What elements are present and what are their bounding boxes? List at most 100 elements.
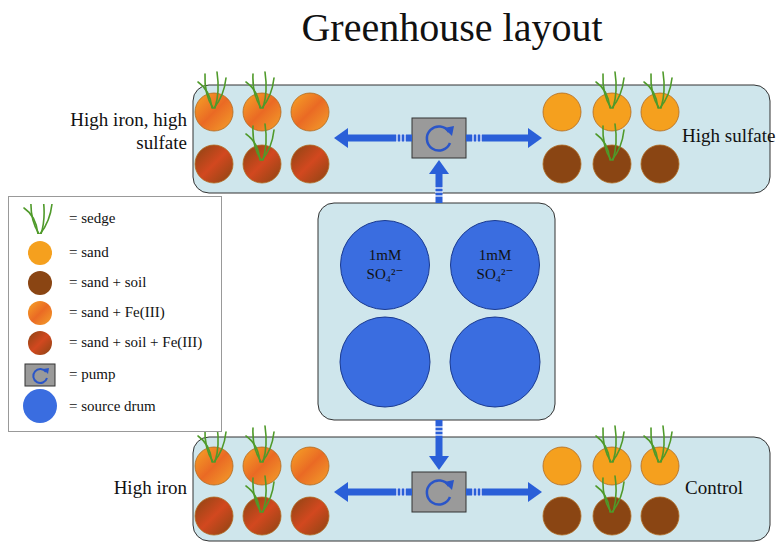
- pot: [593, 447, 631, 485]
- sedge-leaf: [214, 432, 226, 462]
- pot: [243, 447, 281, 485]
- legend-swatch: [28, 241, 52, 265]
- flow-tail-mark: [472, 134, 473, 142]
- drum-tray: [318, 203, 555, 420]
- sedge-leaf: [596, 82, 610, 108]
- flow-tail-mark: [480, 488, 481, 496]
- drum-label: 1mM SO₄²⁻: [359, 246, 411, 284]
- flow-tail-mark: [396, 134, 397, 142]
- sedge-leaf: [198, 82, 212, 108]
- sedge-leaf: [644, 436, 658, 462]
- flow-tail-mark: [435, 187, 443, 188]
- sedge-leaf: [612, 432, 624, 462]
- pump: [412, 472, 466, 512]
- pot: [195, 93, 233, 131]
- pot: [641, 497, 679, 535]
- sedge-leaf: [262, 432, 274, 462]
- flow-arrowhead: [334, 128, 348, 148]
- flow-arrow: [466, 135, 528, 142]
- source-drum: [450, 317, 540, 407]
- flow-tail-mark: [435, 191, 443, 192]
- pot: [641, 93, 679, 131]
- sedge-leaf: [246, 486, 260, 512]
- legend-pump-arrow: [33, 369, 47, 383]
- flow-arrow: [436, 420, 443, 456]
- sedge-leaf: [612, 482, 624, 512]
- treatment-label: High iron: [59, 477, 187, 500]
- flow-arrowhead: [334, 482, 348, 502]
- sedge-leaf: [596, 486, 610, 512]
- pot: [593, 497, 631, 535]
- flow-tail-mark: [400, 488, 401, 496]
- flow-arrow: [466, 489, 528, 496]
- pot: [543, 497, 581, 535]
- sedge-leaf: [262, 78, 274, 108]
- legend-text: = sand: [69, 244, 109, 261]
- flow-tail-mark: [396, 488, 397, 496]
- pot: [641, 447, 679, 485]
- pot: [291, 497, 329, 535]
- sedge-leaf: [596, 436, 610, 462]
- flow-tail-mark: [476, 488, 477, 496]
- legend-swatch: [28, 271, 52, 295]
- flow-tail-mark: [480, 134, 481, 142]
- flow-arrowhead: [429, 456, 449, 470]
- pot: [543, 447, 581, 485]
- treatment-label: High sulfate: [682, 125, 775, 148]
- sedge-leaf: [246, 134, 260, 160]
- legend-row: = sedge: [9, 205, 223, 233]
- flow-tail-mark: [400, 134, 401, 142]
- pot: [195, 497, 233, 535]
- sedge-leaf: [644, 82, 658, 108]
- legend-text: = sand + soil: [69, 274, 146, 291]
- treatment-label: High iron, high sulfate: [59, 109, 187, 155]
- pot: [243, 93, 281, 131]
- legend-text: = source drum: [69, 398, 156, 415]
- flow-tail-mark: [435, 434, 443, 435]
- pot: [243, 497, 281, 535]
- legend-text: = sedge: [69, 210, 115, 227]
- flow-tail-mark: [404, 488, 405, 496]
- pot: [543, 145, 581, 183]
- legend-text: = sand + soil + Fe(III): [69, 334, 202, 351]
- legend-swatch: [23, 389, 57, 423]
- legend-text: = pump: [69, 366, 115, 383]
- source-drum: 1mM SO₄²⁻: [450, 220, 540, 310]
- legend-pot: [28, 331, 52, 355]
- flow-arrowhead: [429, 160, 449, 174]
- sedge-leaf: [214, 78, 226, 108]
- pot: [593, 93, 631, 131]
- flow-tail-mark: [435, 430, 443, 431]
- flow-tail-mark: [435, 426, 443, 427]
- flow-tail-mark: [476, 134, 477, 142]
- tray-area: High ironControl: [193, 437, 770, 541]
- sedge-leaf: [262, 482, 274, 512]
- diagram-title: Greenhouse layout: [240, 4, 664, 51]
- legend-row: = sand: [9, 239, 223, 267]
- flow-arrow: [348, 489, 412, 496]
- legend-icon: [20, 328, 60, 358]
- pot: [243, 145, 281, 183]
- legend-row: = sand + soil: [9, 269, 223, 297]
- legend-pump-arrowhead: [43, 368, 49, 374]
- pump-arrowhead: [444, 126, 454, 136]
- pump: [412, 118, 466, 158]
- sedge-leaf: [612, 130, 624, 160]
- pot: [195, 145, 233, 183]
- pot: [291, 145, 329, 183]
- legend-box: = sedge= sand= sand + soil= sand + Fe(II…: [8, 196, 222, 432]
- legend-icon: [20, 298, 60, 328]
- flow-arrowhead: [528, 128, 542, 148]
- sedge-leaf: [660, 78, 672, 108]
- legend-icon: [20, 360, 60, 390]
- legend-icon: [20, 204, 60, 234]
- flow-tail-mark: [472, 488, 473, 496]
- sedge-leaf: [262, 130, 274, 160]
- pot: [291, 447, 329, 485]
- legend-pump: [25, 364, 55, 386]
- pot: [593, 145, 631, 183]
- pump-arrowhead: [444, 480, 454, 490]
- flow-tail-mark: [404, 134, 405, 142]
- pot: [543, 93, 581, 131]
